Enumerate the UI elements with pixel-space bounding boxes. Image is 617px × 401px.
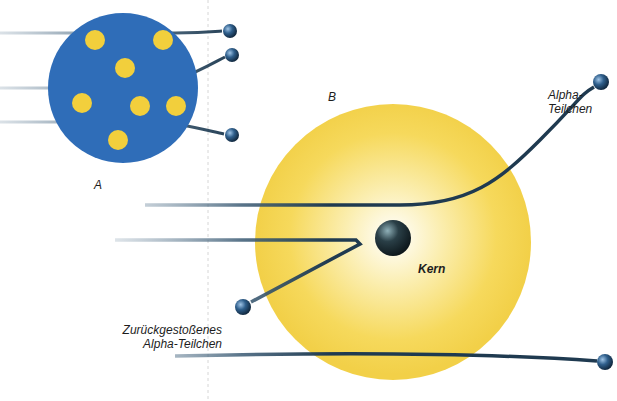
alpha-particle — [235, 299, 251, 315]
charge-dot — [72, 93, 92, 113]
rutherford-atom: BKern — [255, 104, 531, 380]
node-label: Kern — [418, 262, 445, 276]
charge-dot — [115, 58, 135, 78]
node-label: A — [94, 178, 102, 192]
charge-dot — [166, 96, 186, 116]
atom-circle — [48, 13, 198, 163]
alpha-path — [175, 354, 597, 361]
alpha-particle — [225, 128, 239, 142]
plum-pudding-atom: A — [48, 13, 198, 163]
nucleus-circle — [375, 220, 411, 256]
atom-circle — [255, 104, 531, 380]
particle-label: Zurückgestoßenes Alpha-Teilchen — [92, 323, 222, 351]
atomic-nucleus: Kern — [375, 220, 411, 256]
alpha-particle — [223, 24, 237, 38]
alpha-particle — [225, 48, 239, 62]
particle-label: Alpha-Teilchen — [548, 88, 610, 116]
alpha-particle — [593, 74, 609, 90]
charge-dot — [85, 30, 105, 50]
alpha-path — [145, 87, 594, 205]
node-label: B — [328, 90, 336, 104]
alpha-path — [115, 240, 360, 302]
charge-dot — [108, 130, 128, 150]
atom-circle — [48, 13, 198, 163]
nucleus-circle — [375, 220, 411, 256]
charge-dot — [153, 30, 173, 50]
alpha-particle — [597, 354, 613, 370]
charge-dot — [130, 96, 150, 116]
